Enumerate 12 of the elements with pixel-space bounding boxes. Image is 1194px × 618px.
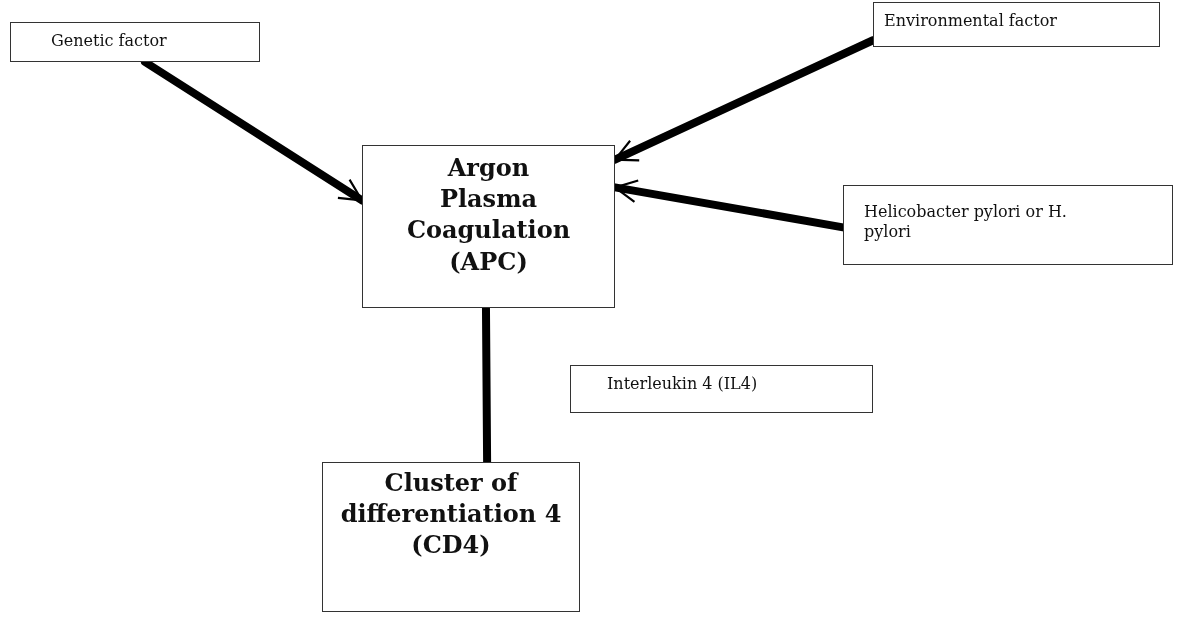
- box-label: Interleukin 4 (IL4): [607, 374, 759, 394]
- text-box: [10, 22, 260, 62]
- text-box: [873, 2, 1160, 47]
- text-box: [322, 462, 580, 612]
- box-label: Helicobacter pylori or H. pylori: [864, 202, 1068, 242]
- box-label: Cluster of differentiation 4 (CD4): [339, 467, 563, 561]
- box-label: Argon Plasma Coagulation (APC): [405, 152, 572, 277]
- text-box: [570, 365, 873, 413]
- box-label: Genetic factor: [51, 31, 168, 51]
- text-box: [362, 145, 615, 308]
- box-label: Environmental factor: [884, 11, 1058, 31]
- text-box: [843, 185, 1173, 265]
